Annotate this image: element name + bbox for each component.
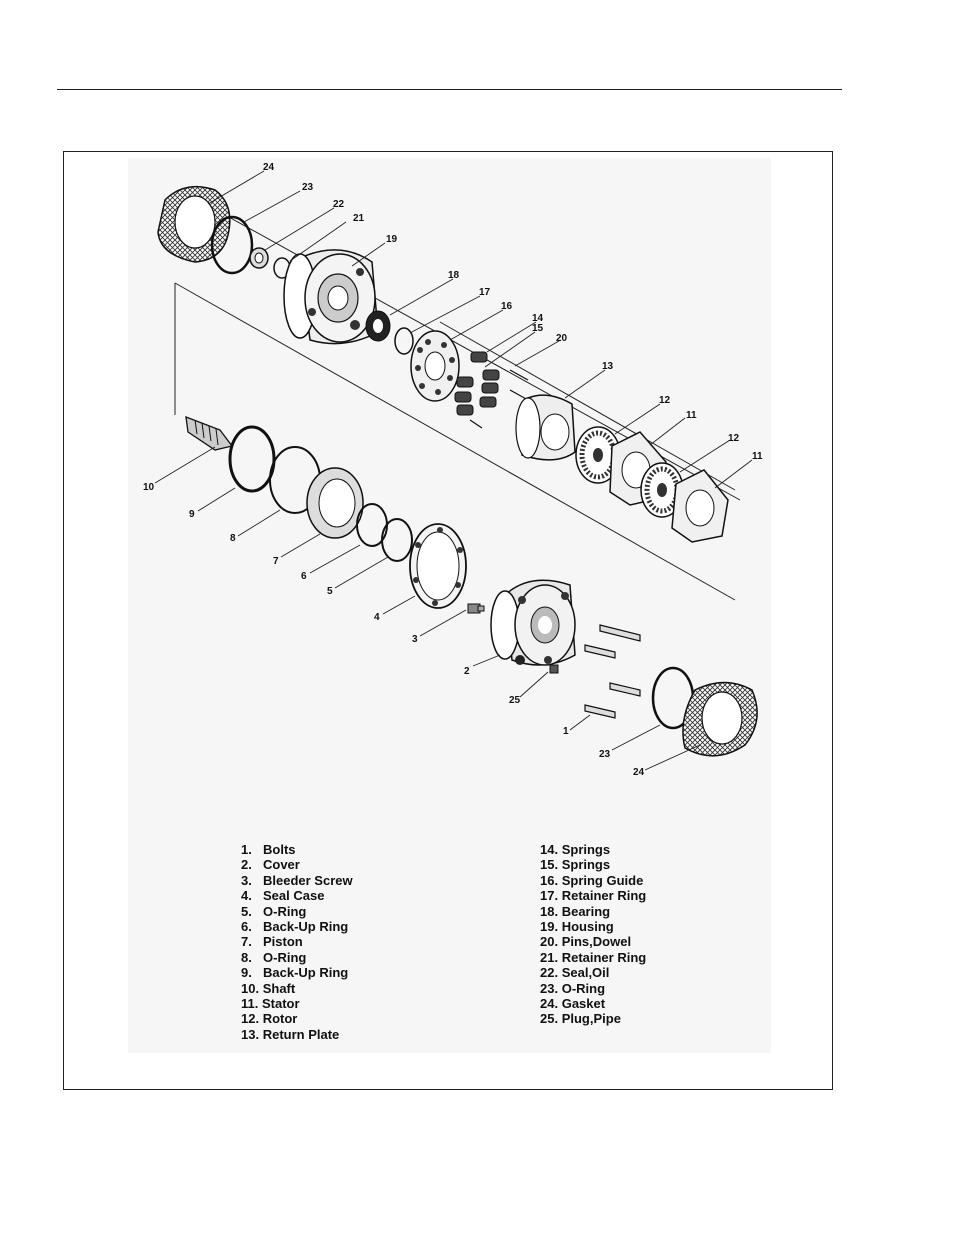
back-up-ring-outer — [228, 425, 276, 493]
legend-item: 15. Springs — [540, 857, 611, 873]
retainer-ring-mid — [394, 327, 414, 355]
callout-11-a: 11 — [686, 410, 697, 421]
callout-12-b: 12 — [728, 433, 740, 444]
callout-2: 2 — [464, 666, 470, 677]
callout-7: 7 — [273, 556, 279, 567]
oil-seal — [249, 247, 269, 269]
legend-item: 21. Retainer Ring — [540, 949, 647, 965]
callout-25: 25 — [509, 695, 521, 706]
bearing — [365, 310, 391, 342]
callout-16: 16 — [501, 301, 513, 312]
callout-19: 19 — [386, 234, 398, 245]
parts-legend-left: 1.Bolts 2.Cover 3.Bleeder Screw 4.Seal C… — [241, 842, 353, 1042]
springs — [454, 351, 500, 416]
legend-item: 10. Shaft — [241, 980, 296, 996]
bolts — [584, 624, 641, 719]
legend-item: 19. Housing — [540, 919, 614, 935]
legend-item: 16. Spring Guide — [540, 872, 644, 888]
parts-legend-right: 14. Springs 15. Springs 16. Spring Guide… — [540, 842, 646, 1027]
callout-17: 17 — [479, 287, 491, 298]
callout-24-top: 24 — [263, 162, 275, 173]
o-ring-inner — [381, 518, 413, 562]
gasket-bottom — [682, 681, 758, 757]
callout-8: 8 — [230, 533, 236, 544]
housing — [283, 249, 379, 345]
callout-22: 22 — [333, 199, 345, 210]
stator-b — [671, 469, 729, 543]
callout-4: 4 — [374, 612, 380, 623]
callout-6: 6 — [301, 571, 307, 582]
callout-18: 18 — [448, 270, 460, 281]
legend-item: 17. Retainer Ring — [540, 888, 647, 904]
callout-11-b: 11 — [752, 451, 763, 462]
legend-item: 20. Pins,Dowel — [540, 934, 632, 950]
callout-3: 3 — [412, 634, 418, 645]
callout-5: 5 — [327, 586, 333, 597]
header-rule — [57, 89, 842, 90]
legend-item: 5.O-Ring — [241, 903, 307, 919]
callout-20: 20 — [556, 333, 568, 344]
shaft — [185, 416, 234, 451]
legend-item: 7.Piston — [241, 934, 303, 950]
callout-21: 21 — [353, 213, 365, 224]
legend-item: 14. Springs — [540, 842, 611, 857]
piston — [306, 467, 364, 539]
legend-item: 8.O-Ring — [241, 949, 307, 965]
legend-item: 1.Bolts — [241, 842, 296, 857]
return-plate — [515, 394, 576, 461]
spring-guide — [410, 330, 460, 402]
legend-item: 11. Stator — [241, 996, 300, 1012]
callout-9: 9 — [189, 509, 195, 520]
legend-item: 2.Cover — [241, 857, 300, 873]
seal-case — [409, 523, 467, 609]
callout-1: 1 — [563, 726, 569, 737]
cover — [490, 579, 576, 666]
legend-item: 13. Return Plate — [241, 1026, 340, 1042]
callout-12-a: 12 — [659, 395, 671, 406]
bleeder-screw — [467, 603, 485, 614]
callout-23-top: 23 — [302, 182, 314, 193]
legend-item: 18. Bearing — [540, 903, 611, 919]
figure-frame — [63, 151, 833, 1090]
legend-item: 9.Back-Up Ring — [241, 965, 349, 981]
legend-item: 12. Rotor — [241, 1011, 298, 1027]
callout-13: 13 — [602, 361, 614, 372]
legend-item: 24. Gasket — [540, 996, 606, 1012]
pipe-plug — [549, 664, 559, 674]
legend-item: 22. Seal,Oil — [540, 965, 610, 981]
callout-10: 10 — [143, 482, 155, 493]
callout-14: 14 — [532, 313, 544, 324]
callout-15: 15 — [532, 323, 544, 334]
legend-item: 6.Back-Up Ring — [241, 919, 349, 935]
callout-24-bottom: 24 — [633, 767, 645, 778]
legend-item: 25. Plug,Pipe — [540, 1011, 621, 1027]
legend-item: 23. O-Ring — [540, 980, 606, 996]
callout-labels: 24 23 22 21 19 18 17 16 14 15 20 13 12 1… — [143, 162, 763, 778]
legend-item: 3.Bleeder Screw — [241, 872, 353, 888]
callout-23-bottom: 23 — [599, 749, 611, 760]
legend-item: 4.Seal Case — [241, 888, 325, 904]
leader-lines — [154, 170, 753, 771]
o-ring-top — [210, 215, 254, 275]
